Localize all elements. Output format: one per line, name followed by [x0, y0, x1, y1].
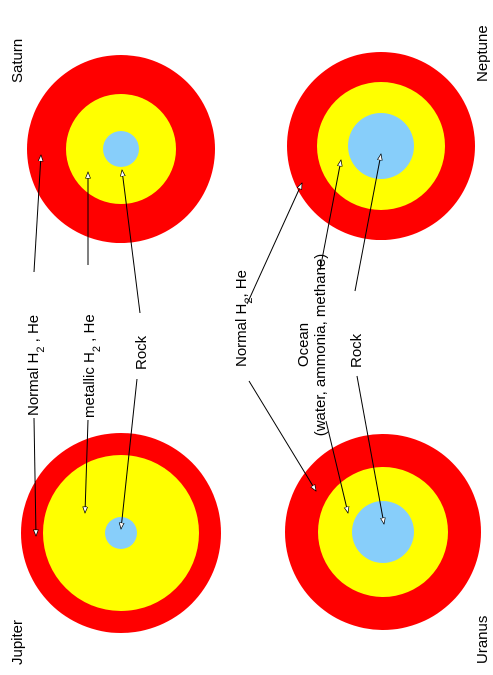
- leader-normal-to-jupiter: [34, 417, 36, 536]
- metallic-h-subscript: 2: [91, 346, 103, 352]
- leader-ocean-to-neptune: [319, 160, 341, 271]
- neptune-core: [348, 113, 414, 179]
- normal-h-text-bottom: Normal H: [233, 304, 250, 367]
- jupiter-label: Jupiter: [9, 620, 26, 665]
- saturn-label: Saturn: [9, 39, 26, 83]
- leader-rock-to-jupiter: [121, 378, 138, 529]
- normal-h-subscript-bottom: 2: [243, 298, 255, 304]
- normal-h2-he-label-top: Normal H2 , He: [25, 315, 47, 416]
- ocean-label: Ocean: [295, 323, 312, 367]
- normal-he-text-bottom: , He: [233, 270, 250, 298]
- leader-rock-to-neptune: [354, 154, 381, 292]
- ocean-composition-label: (water, ammonia, methane): [312, 254, 329, 437]
- rock-label-bottom: Rock: [348, 333, 365, 368]
- leader-rock-to-uranus: [356, 375, 384, 524]
- normal-he-text: , He: [25, 315, 42, 347]
- jupiter-diagram: [21, 433, 221, 633]
- rock-label-top: Rock: [133, 335, 150, 370]
- uranus-label: Uranus: [474, 616, 491, 664]
- normal-h-subscript: 2: [35, 347, 47, 353]
- leader-normal-to-uranus: [248, 380, 316, 491]
- uranus-core: [352, 501, 414, 563]
- normal-h2-he-label-bottom: Normal H2, He: [233, 270, 255, 367]
- leader-metallic-to-jupiter: [85, 419, 89, 513]
- metallic-he-text: , He: [81, 314, 98, 346]
- leader-ocean-to-uranus: [325, 420, 348, 513]
- neptune-label: Neptune: [474, 25, 491, 82]
- leader-normal-to-neptune: [246, 183, 303, 305]
- metallic-h2-he-label: metallic H2 , He: [81, 314, 103, 418]
- metallic-h-text: metallic H: [81, 352, 98, 418]
- saturn-diagram: [27, 55, 215, 243]
- normal-h-text: Normal H: [25, 353, 42, 416]
- leader-rock-to-saturn: [122, 170, 141, 314]
- jupiter-core: [105, 517, 137, 549]
- neptune-diagram: [287, 52, 475, 240]
- saturn-core: [103, 131, 139, 167]
- uranus-diagram: [285, 434, 481, 630]
- leader-normal-to-saturn: [33, 155, 41, 273]
